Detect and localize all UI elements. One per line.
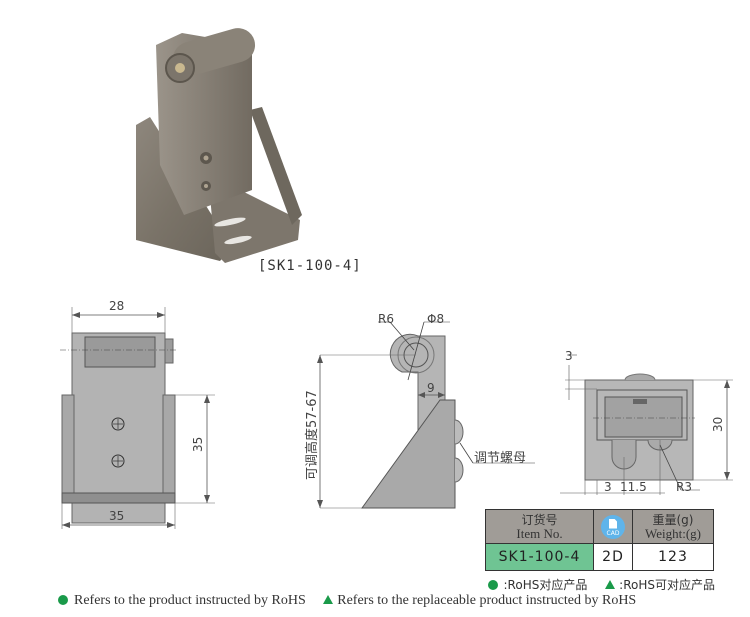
side-view-drawing	[317, 321, 535, 509]
cad-cell[interactable]: 2D	[593, 543, 633, 571]
product-caption: [SK1-100-4]	[258, 258, 362, 274]
rohs-circle-icon	[58, 595, 68, 605]
rohs-circle-icon	[487, 580, 498, 590]
header-weight-cn: 重量(g)	[652, 512, 694, 527]
legend-en-replaceable: Refers to the replaceable product instru…	[337, 593, 637, 608]
adjustable-height-label: 可调高度57-67	[304, 390, 320, 480]
spec-table: 订货号 Item No. CAD 重量(g) Weight:(g) SK1-10…	[485, 509, 714, 571]
dim-bottom-width: 35	[109, 509, 124, 523]
adjusting-nut-callout: 调节螺母	[474, 451, 526, 466]
top-view-drawing	[560, 354, 733, 495]
dim-height: 35	[191, 437, 205, 452]
dim-hole-spacing: 11.5	[620, 480, 647, 494]
table-row: SK1-100-4 2D 123	[485, 543, 714, 571]
weight-cell: 123	[632, 543, 714, 571]
front-view-drawing	[60, 307, 215, 529]
header-item-no: 订货号 Item No.	[485, 509, 594, 544]
spec-table-header: 订货号 Item No. CAD 重量(g) Weight:(g)	[485, 509, 714, 544]
header-item-cn: 订货号	[521, 512, 558, 527]
cad-file-icon[interactable]: CAD	[601, 514, 625, 539]
cad-icon-label: CAD	[606, 529, 620, 537]
dim-slot-radius: R3	[676, 480, 692, 494]
product-photo	[136, 28, 302, 263]
header-weight-en: Weight:(g)	[645, 525, 701, 541]
rohs-triangle-icon	[605, 580, 616, 589]
dim-overall-height: 30	[711, 417, 725, 432]
legend-cn-rohs: :RoHS对应产品	[503, 578, 588, 592]
header-cad: CAD	[593, 509, 633, 544]
dim-offset: 9	[427, 381, 435, 395]
dim-top-width: 28	[109, 299, 124, 313]
legend-en-rohs: Refers to the product instructed by RoHS	[74, 593, 306, 608]
rohs-triangle-icon	[323, 595, 334, 604]
dim-radius: R6	[378, 312, 394, 326]
dim-top-offset: 3	[565, 349, 573, 363]
legend-english: Refers to the product instructed by RoHS…	[58, 593, 636, 609]
legend-cn-replaceable: :RoHS可对应产品	[619, 578, 715, 592]
header-item-en: Item No.	[516, 525, 563, 541]
legend-chinese: :RoHS对应产品 :RoHS可对应产品	[487, 576, 715, 593]
dim-left-offset: 3	[604, 480, 612, 494]
item-no-cell: SK1-100-4	[485, 543, 594, 571]
header-weight: 重量(g) Weight:(g)	[632, 509, 714, 544]
dim-diameter: Φ8	[427, 312, 444, 326]
